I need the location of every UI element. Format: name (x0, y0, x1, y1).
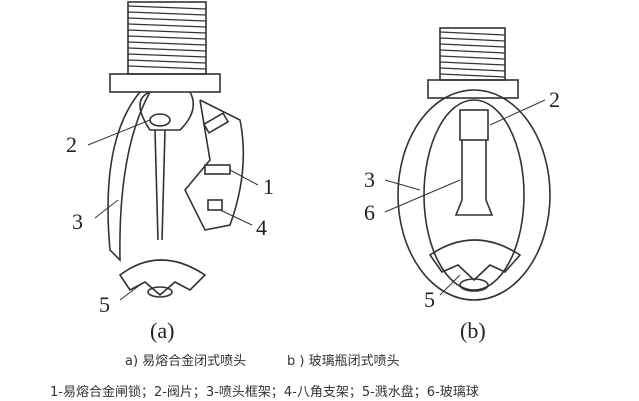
callout-a-3: 3 (72, 209, 83, 234)
thread-line (127, 53, 207, 58)
callout-b-6: 6 (364, 200, 375, 225)
figure-a-label: (a) (150, 318, 174, 343)
figure-b-label: (b) (460, 318, 486, 343)
thread-line (127, 65, 207, 70)
thread-line (127, 29, 207, 34)
thread-b (439, 27, 506, 81)
thread-line (127, 41, 207, 46)
thread-line (127, 35, 207, 40)
legend-text: 1-易熔合金闸锁；2-阀片；3-喷头框架；4-八角支架；5-溅水盘；6-玻璃球 (50, 385, 479, 400)
thread-line (439, 55, 506, 60)
thread-line (127, 23, 207, 28)
thread-line (127, 47, 207, 52)
caption-b: b ) 玻璃瓶闭式喷头 (287, 354, 400, 369)
callout-a-5: 5 (99, 292, 110, 317)
fusible-alloy-sprinkler (87, 1, 259, 301)
thread-line (439, 67, 506, 72)
callout-b-2: 2 (549, 87, 560, 112)
thread-line (439, 61, 506, 66)
thread-line (439, 31, 506, 36)
callout-a-1: 1 (263, 174, 274, 199)
thread-line (439, 43, 506, 48)
thread-line (439, 73, 506, 78)
thread-line (127, 11, 207, 16)
thread-line (127, 17, 207, 22)
callout-b-5: 5 (424, 287, 435, 312)
callout-b-3: 3 (364, 167, 375, 192)
caption-a: a) 易熔合金闭式喷头 (125, 354, 247, 369)
thread-line (439, 49, 506, 54)
callout-a-2: 2 (66, 132, 77, 157)
glass-bulb-sprinkler (384, 27, 551, 301)
thread-line (127, 5, 207, 10)
thread-line (127, 59, 207, 64)
callout-a-4: 4 (256, 215, 267, 240)
thread-line (439, 37, 506, 42)
